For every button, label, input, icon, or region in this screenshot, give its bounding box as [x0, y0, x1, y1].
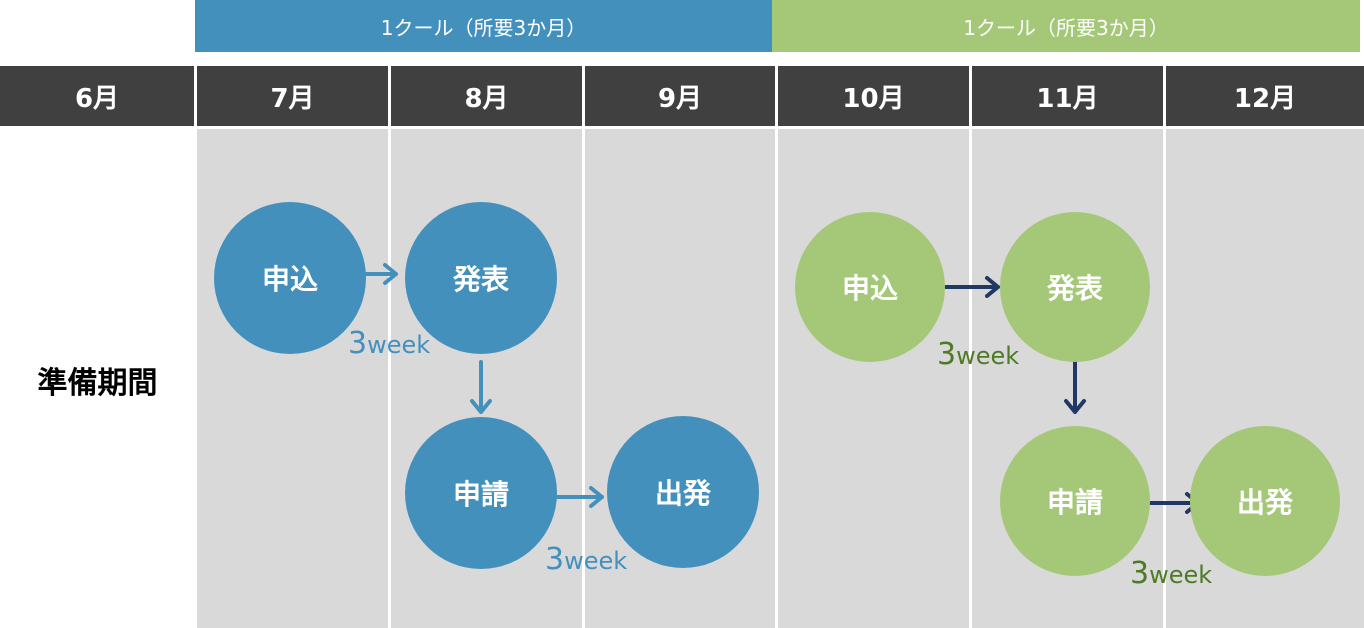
step-c2-depart: 出発 — [1190, 426, 1340, 576]
duration-label-c2-first: 3week — [937, 337, 1019, 372]
arrow-c2-apply-to-announce — [944, 276, 1000, 298]
month-header-11: 11月 — [972, 66, 1163, 126]
cycle-band-1: 1クール（所要3か月） — [195, 0, 772, 52]
row-label-preparation: 準備期間 — [37, 366, 158, 401]
arrow-c1-application-to-depart — [555, 486, 604, 508]
step-c1-apply: 申込 — [214, 202, 366, 354]
duration-label-c1-second: 3week — [545, 542, 627, 577]
month-header-6: 6月 — [0, 66, 194, 126]
month-header-8: 8月 — [391, 66, 582, 126]
arrow-c2-announce-to-application — [1064, 358, 1086, 414]
month-header-10: 10月 — [778, 66, 969, 126]
duration-unit: week — [956, 342, 1020, 370]
cycle-band-2: 1クール（所要3か月） — [772, 0, 1360, 52]
step-c2-application: 申請 — [1000, 426, 1150, 576]
month-header-7: 7月 — [197, 66, 388, 126]
cycle-band-1-label: 1クール（所要3か月） — [380, 15, 587, 40]
step-c2-apply: 申込 — [795, 212, 945, 362]
month-header-12: 12月 — [1166, 66, 1364, 126]
cycle-band-2-label: 1クール（所要3か月） — [963, 15, 1169, 40]
duration-label-c1-first: 3week — [348, 326, 430, 361]
duration-label-c2-second: 3week — [1130, 556, 1212, 591]
duration-number: 3 — [1130, 556, 1150, 591]
duration-number: 3 — [348, 326, 368, 361]
step-c2-announce: 発表 — [1000, 212, 1150, 362]
duration-number: 3 — [545, 542, 565, 577]
duration-unit: week — [367, 331, 431, 359]
arrow-c1-announce-to-application — [470, 360, 492, 414]
duration-unit: week — [564, 547, 628, 575]
step-c1-application: 申請 — [405, 417, 557, 569]
step-c1-announce: 発表 — [405, 202, 557, 354]
arrow-c1-apply-to-announce — [364, 263, 398, 285]
duration-unit: week — [1149, 561, 1213, 589]
duration-number: 3 — [937, 337, 957, 372]
step-c1-depart: 出発 — [607, 416, 759, 568]
month-header-9: 9月 — [585, 66, 775, 126]
